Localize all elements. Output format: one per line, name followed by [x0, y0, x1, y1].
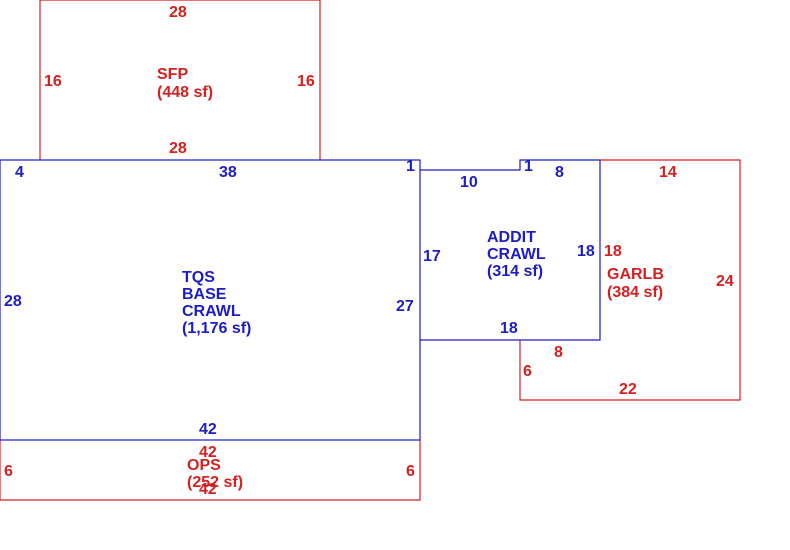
tqs-outline [0, 159, 421, 441]
addit-dim-notch: 1 [524, 158, 533, 175]
garlb-outline [519, 159, 741, 401]
ops-dim-top: 42 [199, 444, 217, 461]
addit-label-line1: ADDIT [487, 229, 536, 246]
tqs-label-line2: BASE [182, 286, 227, 303]
garlb-dim-left: 18 [604, 243, 622, 260]
garlb-dim-right: 24 [716, 273, 734, 290]
ops-dim-bottom: 42 [199, 481, 217, 498]
addit-area-size: (314 sf) [487, 263, 543, 280]
ops-area-size: (252 sf) [187, 474, 243, 491]
tqs-dim-top: 38 [219, 164, 237, 181]
garlb-area-size: (384 sf) [607, 284, 663, 301]
sfp-dim-left: 16 [44, 73, 62, 90]
sfp-area[interactable]: 28 28 16 16 SFP (448 sf) [39, 0, 321, 160]
addit-area[interactable]: 10 1 8 17 18 18 ADDIT CRAWL (314 sf) [420, 158, 601, 341]
ops-dim-left: 6 [4, 463, 13, 480]
addit-outline [420, 159, 601, 341]
sfp-area-size: (448 sf) [157, 84, 213, 101]
tqs-dim-top-right: 1 [406, 158, 415, 175]
addit-dim-top-right: 8 [555, 164, 564, 181]
tqs-dim-left: 28 [4, 293, 22, 310]
garlb-dim-top: 14 [659, 164, 677, 181]
ops-area[interactable]: 42 42 6 6 OPS (252 sf) [0, 440, 421, 501]
garlb-dim-bottom: 22 [619, 381, 637, 398]
tqs-area[interactable]: 4 38 1 28 27 42 TQS BASE CRAWL (1,176 sf… [0, 158, 421, 441]
garlb-dim-step: 6 [523, 363, 532, 380]
tqs-label-line3: CRAWL [182, 303, 241, 320]
tqs-dim-top-left: 4 [15, 164, 24, 181]
sfp-dim-bottom: 28 [169, 140, 187, 157]
ops-dim-right: 6 [406, 463, 415, 480]
sfp-label: SFP [157, 66, 188, 83]
tqs-area-size: (1,176 sf) [182, 320, 251, 337]
sfp-dim-right: 16 [297, 73, 315, 90]
tqs-dim-right: 27 [396, 298, 414, 315]
garlb-label: GARLB [607, 266, 664, 283]
sfp-dim-top: 28 [169, 4, 187, 21]
sfp-outline [39, 0, 321, 160]
tqs-label-line1: TQS [182, 269, 215, 286]
ops-label: OPS [187, 457, 221, 474]
tqs-dim-bottom: 42 [199, 421, 217, 438]
addit-dim-bottom: 18 [500, 320, 518, 337]
garlb-dim-inner: 8 [554, 344, 563, 361]
addit-dim-right: 18 [577, 243, 595, 260]
addit-dim-left: 17 [423, 248, 441, 265]
addit-label-line2: CRAWL [487, 246, 546, 263]
addit-dim-top: 10 [460, 174, 478, 191]
garlb-area[interactable]: 14 18 24 8 6 22 GARLB (384 sf) [519, 159, 741, 401]
ops-outline [0, 440, 421, 501]
